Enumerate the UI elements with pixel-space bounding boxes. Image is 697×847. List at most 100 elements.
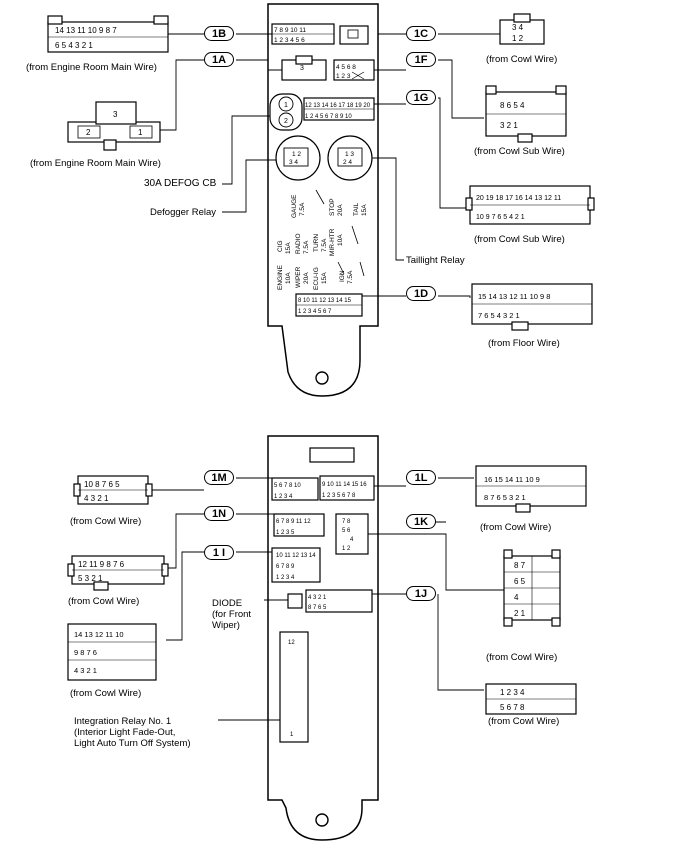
connector-1L: 16 15 14 11 10 9 8 7 6 5 3 2 1 (475, 465, 587, 513)
svg-text:7.5A: 7.5A (303, 240, 310, 254)
tag-1A: 1A (204, 52, 234, 67)
label-taillight-relay: Taillight Relay (406, 255, 465, 266)
svg-text:5 6: 5 6 (342, 528, 351, 534)
svg-text:4: 4 (514, 593, 519, 602)
svg-text:1 2 3 4: 1 2 3 4 (274, 494, 293, 500)
connector-1B: 14 13 11 10 9 8 7 6 5 4 3 2 1 (47, 15, 169, 53)
svg-text:7.5A: 7.5A (299, 202, 306, 216)
svg-text:IGN: IGN (339, 270, 346, 282)
svg-text:1 2: 1 2 (292, 151, 301, 158)
svg-text:6 7 8 9 11 12: 6 7 8 9 11 12 (276, 519, 311, 525)
svg-text:1: 1 (284, 102, 288, 109)
svg-text:6 5: 6 5 (514, 577, 526, 586)
caption-1A: (from Engine Room Main Wire) (30, 158, 161, 169)
caption-1D: (from Floor Wire) (488, 338, 560, 349)
svg-text:7.5A: 7.5A (347, 270, 354, 284)
tag-1N: 1N (204, 506, 234, 521)
svg-text:1: 1 (290, 732, 294, 738)
svg-text:4 3 2 1: 4 3 2 1 (84, 494, 109, 503)
svg-text:14 13 12 11 10: 14 13 12 11 10 (74, 630, 124, 639)
svg-text:10A: 10A (285, 272, 292, 284)
svg-text:14 13 11 10 9 8 7: 14 13 11 10 9 8 7 (55, 26, 117, 35)
upper-junction-block: 7 8 9 10 11 1 2 3 4 5 6 3 4 5 6 8 1 2 3 … (267, 3, 379, 397)
svg-text:5 6 7 8: 5 6 7 8 (500, 703, 525, 712)
svg-text:ECU-IG: ECU-IG (313, 267, 320, 290)
tag-1B: 1B (204, 26, 234, 41)
tag-1M: 1M (204, 470, 234, 485)
svg-text:5 6 7 8 10: 5 6 7 8 10 (274, 483, 301, 489)
tag-1J: 1J (406, 586, 436, 601)
svg-text:20 19 18 17 16 14 13 12 11: 20 19 18 17 16 14 13 12 11 (476, 195, 561, 202)
svg-text:9 8 7 6: 9 8 7 6 (74, 648, 97, 657)
svg-text:10 11 12 13 14: 10 11 12 13 14 (276, 553, 316, 559)
svg-text:8 7: 8 7 (514, 561, 526, 570)
label-defog-cb: 30A DEFOG CB (144, 178, 217, 189)
svg-text:12: 12 (288, 640, 295, 646)
tag-1F: 1F (406, 52, 436, 67)
svg-text:1: 1 (138, 128, 143, 137)
svg-text:16 15 14 11 10 9: 16 15 14 11 10 9 (484, 475, 540, 484)
svg-text:1 3: 1 3 (345, 151, 354, 158)
caption-1C: (from Cowl Wire) (486, 54, 558, 65)
tag-1D: 1D (406, 286, 436, 301)
svg-text:15A: 15A (361, 204, 368, 216)
svg-text:7 6 5 4 3 2 1: 7 6 5 4 3 2 1 (478, 311, 520, 320)
svg-text:20A: 20A (303, 272, 310, 284)
svg-text:3: 3 (113, 110, 118, 119)
caption-1M: (from Cowl Wire) (70, 516, 142, 527)
connector-1N: 12 11 9 8 7 6 5 3 2 1 (67, 555, 169, 591)
tag-1I: 1 I (204, 545, 234, 560)
svg-text:10A: 10A (337, 234, 344, 246)
svg-text:3: 3 (300, 65, 304, 72)
svg-text:1 2 3 4: 1 2 3 4 (276, 575, 295, 581)
svg-text:10 8 7 6 5: 10 8 7 6 5 (84, 480, 120, 489)
connector-1J: 1 2 3 4 5 6 7 8 (485, 683, 577, 715)
svg-text:8 7 6 5 3 2 1: 8 7 6 5 3 2 1 (484, 493, 526, 502)
label-diode: DIODE (for Front Wiper) (212, 598, 252, 631)
svg-text:3 4: 3 4 (289, 159, 298, 166)
tag-1C: 1C (406, 26, 436, 41)
svg-text:6 7 8 9: 6 7 8 9 (276, 564, 295, 570)
connector-1K: 8 7 6 5 4 2 1 (503, 549, 561, 627)
svg-text:15A: 15A (321, 272, 328, 284)
svg-text:12 13 14 16 17 18 19 20: 12 13 14 16 17 18 19 20 (305, 103, 371, 109)
svg-text:2 1: 2 1 (514, 609, 526, 618)
tag-1L: 1L (406, 470, 436, 485)
svg-text:1 2 4 5 6 7 8 9 10: 1 2 4 5 6 7 8 9 10 (305, 114, 352, 120)
caption-1N: (from Cowl Wire) (68, 596, 140, 607)
svg-text:9 10 11 14 15 16: 9 10 11 14 15 16 (322, 482, 367, 488)
svg-text:1 2: 1 2 (342, 546, 351, 552)
svg-text:6 5 4 3 2 1: 6 5 4 3 2 1 (55, 41, 93, 50)
svg-text:2: 2 (86, 128, 91, 137)
svg-text:12 11 9 8 7 6: 12 11 9 8 7 6 (78, 560, 125, 569)
svg-text:ENGINE: ENGINE (277, 264, 284, 290)
svg-text:GAUGE: GAUGE (291, 194, 298, 218)
caption-1F: (from Cowl Sub Wire) (474, 146, 565, 157)
svg-text:10 9 7 6 5 4 2 1: 10 9 7 6 5 4 2 1 (476, 214, 525, 221)
svg-text:4 5 6 8: 4 5 6 8 (336, 64, 356, 71)
svg-text:8 7 6 5: 8 7 6 5 (308, 605, 327, 611)
caption-1I: (from Cowl Wire) (70, 688, 142, 699)
svg-text:4 3 2 1: 4 3 2 1 (74, 666, 97, 675)
tag-1G: 1G (406, 90, 436, 105)
caption-1G: (from Cowl Sub Wire) (474, 234, 565, 245)
svg-text:1 2 3 4: 1 2 3 4 (500, 688, 525, 697)
label-integration-relay: Integration Relay No. 1 (Interior Light … (74, 716, 191, 749)
connector-1A: 3 2 1 (67, 101, 161, 151)
svg-text:CIG: CIG (277, 240, 284, 252)
connector-1G: 20 19 18 17 16 14 13 12 11 10 9 7 6 5 4 … (465, 185, 595, 225)
svg-text:TURN: TURN (313, 234, 320, 252)
svg-text:WIPER: WIPER (295, 266, 302, 288)
svg-text:1 2 3 5 6 7 8: 1 2 3 5 6 7 8 (322, 493, 356, 499)
caption-1K: (from Cowl Wire) (486, 652, 558, 663)
svg-text:4: 4 (350, 537, 354, 543)
svg-text:7 8: 7 8 (342, 519, 351, 525)
svg-text:8 6 5 4: 8 6 5 4 (500, 101, 525, 110)
svg-text:1 2 3 5: 1 2 3 5 (276, 530, 295, 536)
svg-text:RADIO: RADIO (295, 233, 302, 254)
svg-text:3 4: 3 4 (512, 23, 524, 32)
svg-text:15 14 13 12 11 10 9 8: 15 14 13 12 11 10 9 8 (478, 292, 550, 301)
svg-text:7.5A: 7.5A (321, 238, 328, 252)
